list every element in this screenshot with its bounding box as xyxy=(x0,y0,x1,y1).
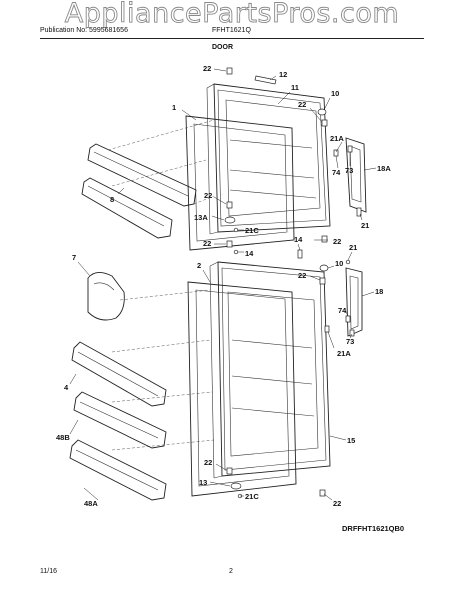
section-title: DOOR xyxy=(212,44,233,51)
callout-22: 22 xyxy=(204,191,212,200)
fresh-food-door-handle xyxy=(345,267,363,337)
callout-22: 22 xyxy=(203,239,211,248)
page-number: 2 xyxy=(229,568,233,575)
callout-4: 4 xyxy=(64,383,69,392)
callout-48A: 48A xyxy=(84,499,98,508)
freezer-dashed-guides xyxy=(107,119,215,205)
callout-22: 22 xyxy=(333,237,341,246)
freezer-door-handle xyxy=(345,137,367,213)
callout-22: 22 xyxy=(298,271,306,280)
callout-21: 21 xyxy=(361,221,369,230)
callout-21C: 21C xyxy=(245,226,259,235)
callout-13: 13 xyxy=(199,478,207,487)
callout-1: 1 xyxy=(172,103,176,112)
callout-21: 21 xyxy=(349,243,357,252)
callout-13A: 13A xyxy=(194,213,208,222)
callout-12: 12 xyxy=(279,70,287,79)
callout-73: 73 xyxy=(346,337,354,346)
freezer-door-shelves xyxy=(81,143,197,239)
fresh-food-door xyxy=(209,261,331,479)
callout-22: 22 xyxy=(203,64,211,73)
callout-22: 22 xyxy=(333,499,341,508)
callout-21C: 21C xyxy=(245,492,259,501)
callout-74: 74 xyxy=(338,306,347,315)
fresh-food-dashed-guides xyxy=(111,289,215,451)
callout-21A: 21A xyxy=(330,134,344,143)
footer-date: 11/16 xyxy=(40,568,57,575)
callout-18A: 18A xyxy=(377,164,391,173)
fresh-food-door-shelves xyxy=(69,341,167,501)
publication-number: Publication No: 5995681656 xyxy=(40,27,128,34)
callout-7: 7 xyxy=(72,253,76,262)
egg-bin xyxy=(87,272,125,321)
callout-15: 15 xyxy=(347,436,355,445)
watermark: AppliancePartsPros.com xyxy=(64,0,400,29)
model-number: FFHT1621Q xyxy=(212,27,251,34)
callout-10: 10 xyxy=(331,89,339,98)
callout-48B: 48B xyxy=(56,433,70,442)
hardware-parts xyxy=(224,67,362,499)
callout-73: 73 xyxy=(345,166,353,175)
fresh-food-door-gasket xyxy=(187,281,297,497)
callout-74: 74 xyxy=(332,168,341,177)
freezer-door xyxy=(206,83,331,235)
callout-21A: 21A xyxy=(337,349,351,358)
callout-labels: 22 12 1 11 10 22 21A 74 73 18A 8 21 22 1… xyxy=(56,64,391,508)
callout-22: 22 xyxy=(298,100,306,109)
header-rule xyxy=(40,38,424,39)
diagram-code: DRFFHT1621QB0 xyxy=(342,524,405,533)
callout-18: 18 xyxy=(375,287,383,296)
leader-lines xyxy=(69,68,377,501)
callout-10: 10 xyxy=(335,259,343,268)
callout-14: 14 xyxy=(294,235,303,244)
callout-2: 2 xyxy=(197,261,201,270)
callout-14: 14 xyxy=(245,249,254,258)
callout-11: 11 xyxy=(291,83,299,92)
callout-22: 22 xyxy=(204,458,212,467)
callout-8: 8 xyxy=(110,195,114,204)
